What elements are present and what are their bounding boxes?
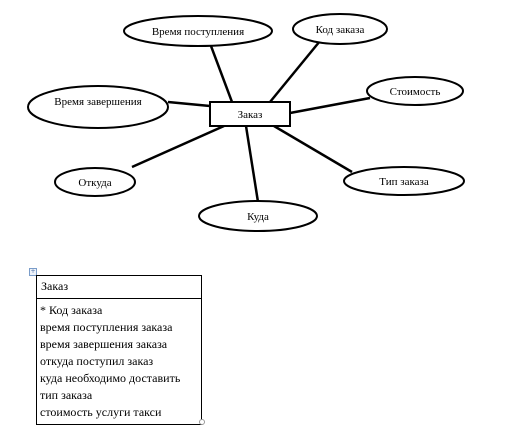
connector-destination xyxy=(244,125,260,203)
connector-origin xyxy=(131,124,225,169)
attribute-completion-time[interactable]: Время завершения xyxy=(27,85,169,129)
entity-label: Заказ xyxy=(238,109,263,121)
attribute-cost-label: Стоимость xyxy=(390,86,441,98)
move-anchor-icon[interactable]: + xyxy=(29,268,37,276)
attribute-origin[interactable]: Откуда xyxy=(54,167,136,197)
attribute-cost[interactable]: Стоимость xyxy=(366,76,464,106)
entity-table-body: * Код заказа время поступления заказа вр… xyxy=(37,299,201,424)
entity-table-row: куда необходимо доставить xyxy=(40,371,181,385)
entity-table-title: Заказ xyxy=(37,276,201,299)
attribute-order-code[interactable]: Код заказа xyxy=(292,13,388,45)
entity-table[interactable]: Заказ * Код заказа время поступления зак… xyxy=(36,275,202,425)
entity-table-row: стоимость услуги такси xyxy=(40,405,162,419)
connector-arrival-time xyxy=(209,45,234,103)
entity-table-row: время завершения заказа xyxy=(40,337,168,351)
attribute-order-type-label: Тип заказа xyxy=(379,176,429,188)
resize-handle-icon[interactable] xyxy=(199,419,205,425)
connector-cost xyxy=(289,96,371,115)
entity-table-row: время поступления заказа xyxy=(40,320,173,334)
connector-order-code xyxy=(269,40,321,103)
entity-table-row: тип заказа xyxy=(40,388,93,402)
connector-order-type xyxy=(273,124,353,174)
entity-table-row: откуда поступил заказ xyxy=(40,354,154,368)
entity-box[interactable] xyxy=(209,101,291,127)
entity-table-row: * Код заказа xyxy=(40,303,103,317)
attribute-order-type[interactable]: Тип заказа xyxy=(343,166,465,196)
attribute-destination-label: Куда xyxy=(247,211,269,223)
attribute-completion-time-label: Время завершения xyxy=(54,96,141,108)
attribute-arrival-time[interactable]: Время поступления xyxy=(123,15,273,47)
connector-completion-time xyxy=(167,100,211,108)
er-diagram: Заказ Время поступления Код заказа Время… xyxy=(27,13,465,232)
attribute-arrival-time-label: Время поступления xyxy=(152,26,244,38)
attribute-destination[interactable]: Куда xyxy=(198,200,318,232)
attribute-origin-label: Откуда xyxy=(78,177,111,189)
attribute-order-code-label: Код заказа xyxy=(316,24,365,36)
